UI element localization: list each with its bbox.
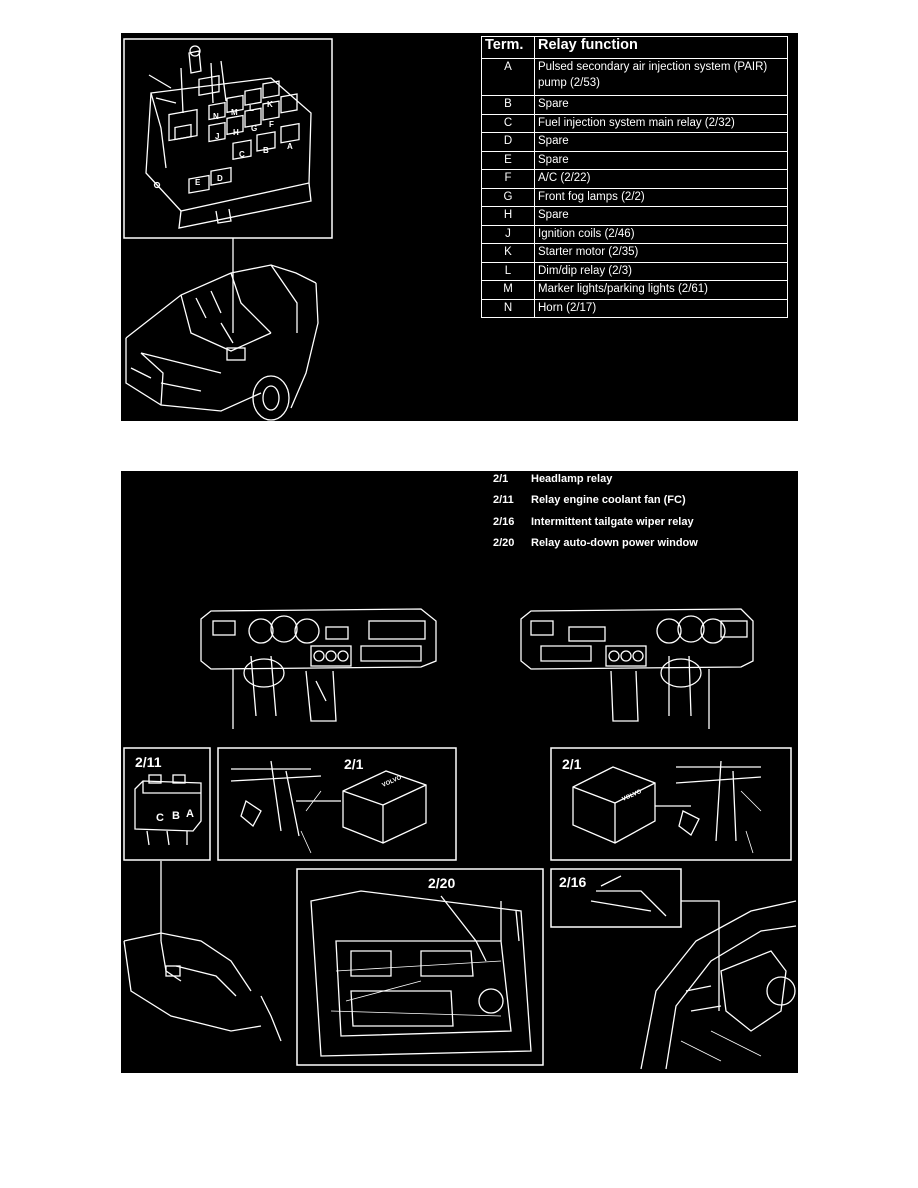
function-cell: A/C (2/22) [534,169,788,189]
relay-box-inset [123,38,333,239]
term-cell: C [481,113,535,133]
term-cell: N [481,298,535,318]
dashboard-lhd-drawing [200,608,437,722]
term-cell: E [481,150,535,170]
term-cell: A [481,58,535,96]
relay-code: 2/1 [493,473,509,485]
function-cell: Marker lights/parking lights (2/61) [534,280,788,300]
door-panel-drawing [310,890,532,1057]
svg-text:G: G [251,124,257,133]
function-cell: Spare [534,132,788,152]
relay-box-drawing: N M L K J H G F C B A E D [145,45,312,229]
headlamp-relay-rhd-inset [550,747,792,861]
term-cell: L [481,261,535,281]
svg-text:K: K [267,100,273,109]
relay-box-panel: N M L K J H G F C B A E D [121,33,798,421]
function-cell: Spare [534,206,788,226]
svg-text:N: N [213,112,219,121]
relay-code: 2/20 [493,536,515,549]
header-relay-function: Relay function [534,36,788,59]
function-cell: Front fog lamps (2/2) [534,187,788,207]
relay-locations-illustration: 2/11 C B A 2/1 VOLVO 2/1 VOLVO [123,608,797,1070]
tailgate-relay-callout: 2/16 [559,874,586,890]
function-cell: Starter motor (2/35) [534,243,788,263]
term-cell: H [481,206,535,226]
svg-text:M: M [231,108,238,117]
function-cell: Fuel injection system main relay (2/32) [534,113,788,133]
function-cell: Dim/dip relay (2/3) [534,261,788,281]
svg-text:J: J [215,132,219,141]
relay-description: Headlamp relay [531,473,613,485]
svg-text:E: E [195,178,201,187]
relay-description: Relay auto-down power window [531,536,698,549]
relay-box-illustration: N M L K J H G F C B A E D [123,38,333,421]
relay-description: Relay engine coolant fan (FC) [531,494,686,507]
headlamp-relay-rhd-callout: 2/1 [562,756,582,772]
pin-c-label: C [156,812,164,824]
term-cell: M [481,280,535,300]
term-cell: G [481,187,535,207]
svg-text:D: D [217,174,223,183]
svg-text:C: C [239,150,245,159]
function-cell: Spare [534,95,788,115]
relay-description: Intermittent tailgate wiper relay [531,515,694,528]
function-cell: Ignition coils (2/46) [534,224,788,244]
svg-text:A: A [287,142,293,151]
headlamp-relay-rhd-drawing: VOLVO [572,760,762,854]
svg-text:F: F [269,120,274,129]
svg-text:L: L [249,104,254,113]
fan-relay-connector-drawing: C B A [134,774,202,846]
fan-relay-inset [123,747,211,861]
fan-relay-callout: 2/11 [135,754,162,770]
function-cell: Spare [534,150,788,170]
term-cell: K [481,243,535,263]
relay-code: 2/11 [493,494,514,507]
svg-text:B: B [263,146,269,155]
function-cell: Horn (2/17) [534,298,788,318]
front-bumper-drawing [123,932,282,1042]
table-header-row: Term. Relay function [481,36,788,59]
term-cell: F [481,169,535,189]
dashboard-rhd-drawing [520,608,754,722]
relay-code: 2/16 [493,515,515,528]
term-cell: D [481,132,535,152]
tailgate-relay-drawing [590,875,720,1011]
term-cell: B [481,95,535,115]
headlamp-relay-lhd-inset [217,747,457,861]
header-term: Term. [481,36,535,59]
function-cell: Pulsed secondary air injection system (P… [534,58,788,96]
pin-b-label: B [172,810,180,822]
window-relay-callout: 2/20 [428,875,455,891]
headlamp-relay-lhd-callout: 2/1 [344,756,364,772]
term-cell: J [481,224,535,244]
pin-a-label: A [186,808,194,820]
svg-text:H: H [233,128,239,137]
tailgate-drawing [640,900,797,1070]
relay-locations-panel: 2/1 Headlamp relay 2/11 Relay engine coola… [121,471,798,1073]
car-front-drawing [125,264,319,421]
